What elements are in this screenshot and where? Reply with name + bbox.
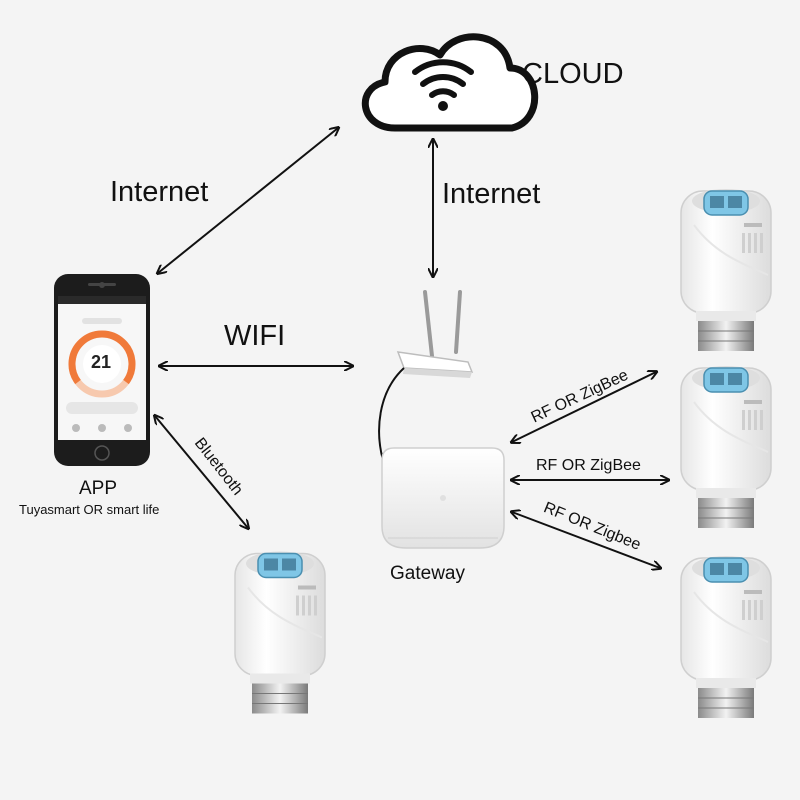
phone-temperature: 21 <box>91 352 112 372</box>
app-label: APP <box>79 478 118 499</box>
thermostat-valve-3 <box>680 555 772 719</box>
thermostat-valve-2 <box>680 365 772 529</box>
wifi-label: WIFI <box>224 320 286 352</box>
link-arrows <box>155 128 668 568</box>
gateway-label: Gateway <box>390 563 465 584</box>
temperature-gauge <box>68 330 136 398</box>
rf-mid-label: RF OR ZigBee <box>536 457 641 474</box>
gateway-device <box>381 447 505 549</box>
arrow-rf-bottom <box>512 512 660 568</box>
arrow-bluetooth <box>155 416 248 528</box>
thermostat-valve-4 <box>233 550 327 715</box>
app-sublabel: Tuyasmart OR smart life <box>19 502 160 517</box>
internet-left-label: Internet <box>110 176 209 208</box>
router-icon <box>378 290 474 471</box>
thermostat-valve-1 <box>680 188 772 352</box>
arrow-rf-top <box>512 372 656 442</box>
smartphone-app <box>54 274 150 466</box>
cloud-label: CLOUD <box>522 58 624 90</box>
cloud-icon <box>361 33 539 132</box>
internet-right-label: Internet <box>442 178 541 210</box>
wifi-icon <box>412 59 474 111</box>
arrow-internet-left <box>158 128 338 273</box>
